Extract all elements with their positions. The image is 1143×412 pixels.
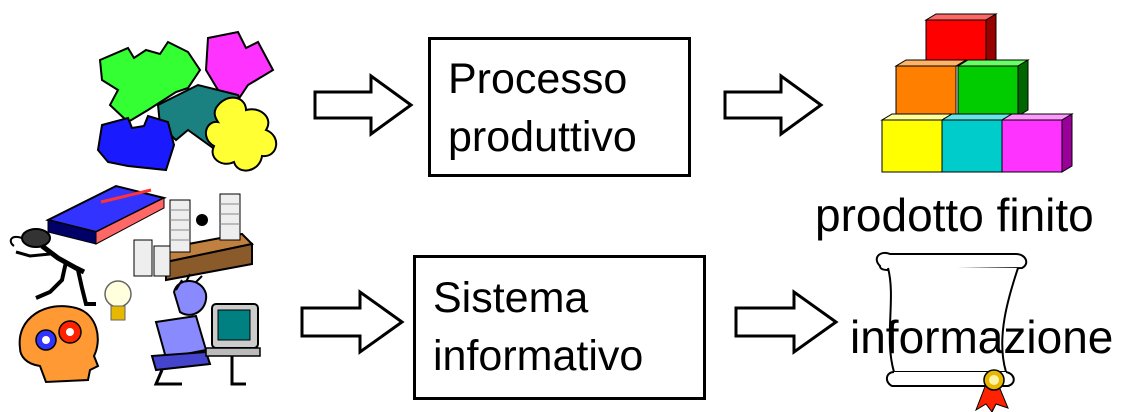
desk-paperwork-icon [133,193,255,282]
output-label-information: informazione [850,311,1114,363]
process-box-information-system [413,255,706,400]
running-person-icon [9,228,96,306]
book-icon [45,184,167,245]
process-box-production [428,37,691,177]
scroll-certificate-icon [875,252,1028,412]
stacked-blocks-icon [880,13,1074,173]
puzzle-pieces-icon [96,30,277,172]
computer-user-icon [150,273,261,386]
thinking-head-icon [18,305,100,384]
arrow-right-icon [313,73,414,137]
light-bulb-icon [104,280,132,321]
process-box-production-line2: produttivo [448,113,637,161]
arrow-right-icon [734,289,839,355]
arrow-right-icon [723,73,824,137]
process-box-information-system-line2: informativo [433,332,644,380]
process-box-production-line1: Processo [448,55,628,103]
arrow-right-icon [300,289,405,355]
process-box-information-system-line1: Sistema [433,274,589,322]
office-clipart-icon [9,184,261,386]
output-label-finished-product: prodotto finito [815,189,1094,241]
